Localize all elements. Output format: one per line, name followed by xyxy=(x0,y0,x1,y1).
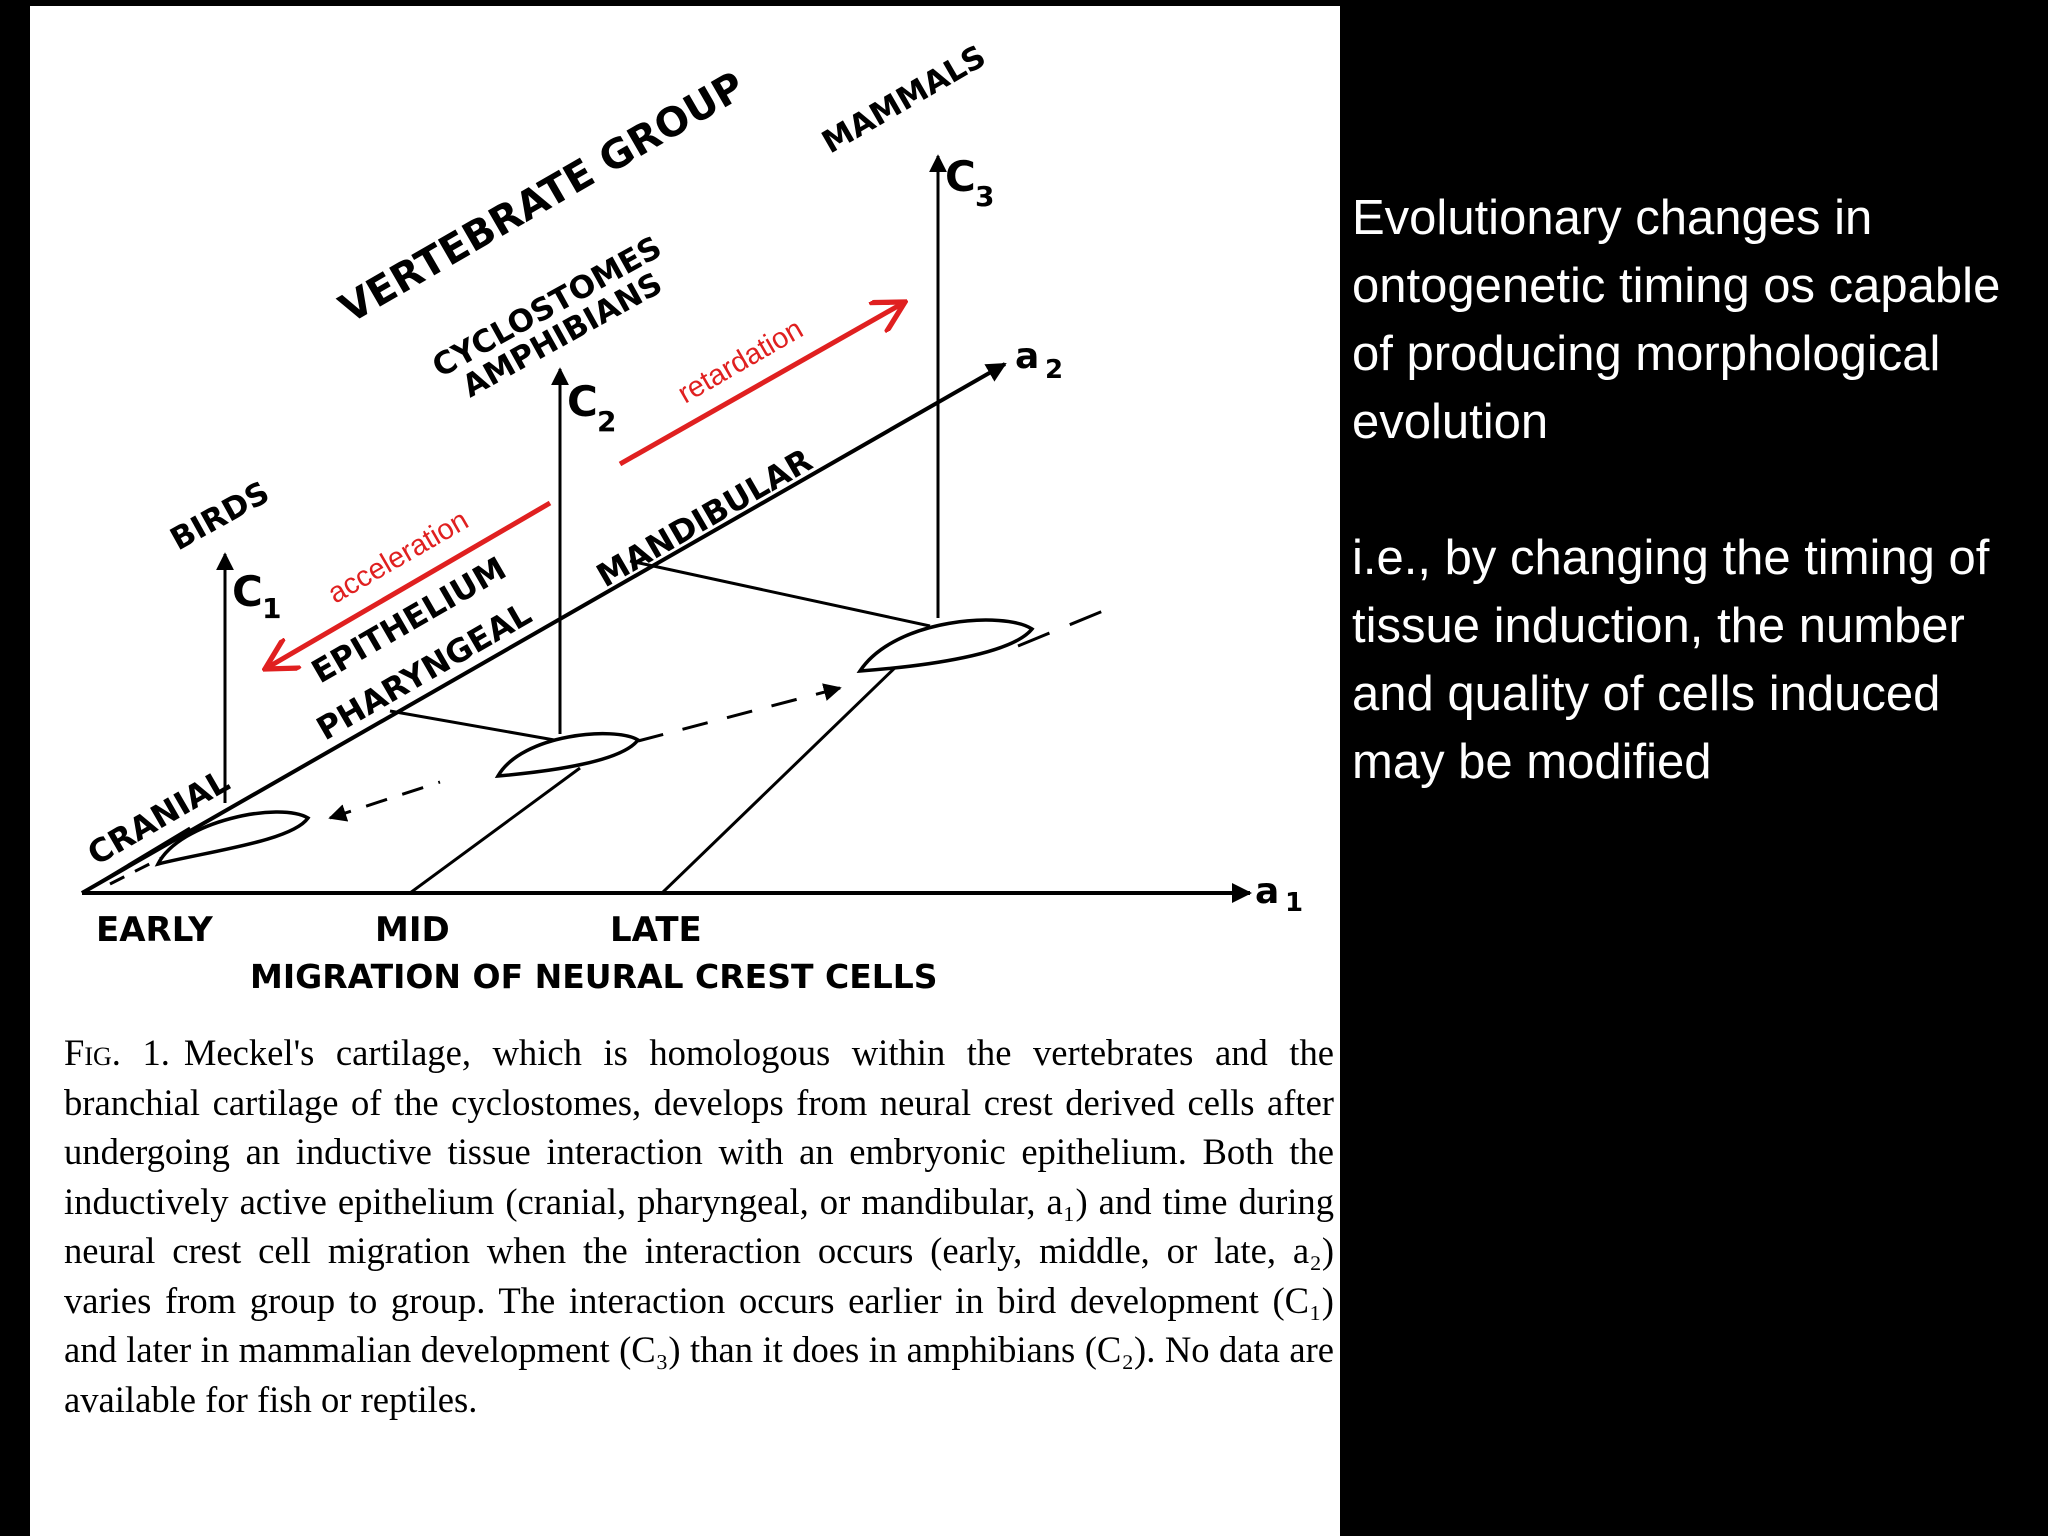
caption-label: Fig. 1. xyxy=(64,1032,170,1073)
c3-sub: 3 xyxy=(975,180,994,213)
caption-text: Meckel's cartilage, which is homologous … xyxy=(64,1032,1334,1420)
summary-paragraph-2: i.e., by changing the timing of tissue i… xyxy=(1352,531,1990,789)
cartilage-shape-mammals xyxy=(856,618,1035,674)
summary-paragraph-1: Evolutionary changes in ontogenetic timi… xyxy=(1352,191,2001,449)
acceleration-arrow xyxy=(265,500,552,669)
diagram: a 1 a 2 C 1 C 2 C 3 BIRDS CY xyxy=(81,38,1303,996)
c1-sub: 1 xyxy=(262,592,281,625)
a1-axis-sub: 1 xyxy=(1285,888,1303,918)
plane-line-mid xyxy=(409,766,581,895)
x-axis-title: MIGRATION OF NEURAL CREST CELLS xyxy=(250,957,938,996)
migration-dash-4 xyxy=(1017,602,1121,648)
c2-sub: 2 xyxy=(597,405,616,438)
a2-axis-line xyxy=(81,362,1007,895)
a2-axis-letter: a xyxy=(1015,336,1039,377)
c3-letter: C xyxy=(945,152,976,201)
tick-late: LATE xyxy=(610,910,702,950)
a1-axis-letter: a xyxy=(1255,871,1279,912)
figure-caption: Fig. 1.Meckel's cartilage, which is homo… xyxy=(64,1028,1334,1424)
cartilage-shape-amphibians xyxy=(494,731,641,779)
retardation-arrow xyxy=(618,302,905,467)
tick-early: EARLY xyxy=(96,910,213,950)
migration-dash-2 xyxy=(328,780,441,822)
figure-panel: a 1 a 2 C 1 C 2 C 3 BIRDS CY xyxy=(30,6,1340,1536)
plane-line-late xyxy=(660,659,904,895)
tick-mid: MID xyxy=(375,910,450,950)
connector-mandibular xyxy=(629,559,931,628)
group-label-mammals: MAMMALS xyxy=(816,38,992,160)
group-label-birds: BIRDS xyxy=(164,475,275,558)
c2-letter: C xyxy=(567,377,598,426)
cartilage-shape-birds xyxy=(154,810,311,867)
connector-pharyngeal xyxy=(389,709,561,743)
plane-line-early xyxy=(81,826,191,895)
a2-axis-sub: 2 xyxy=(1045,355,1063,385)
migration-dash-3 xyxy=(637,683,842,743)
c1-letter: C xyxy=(232,567,263,616)
